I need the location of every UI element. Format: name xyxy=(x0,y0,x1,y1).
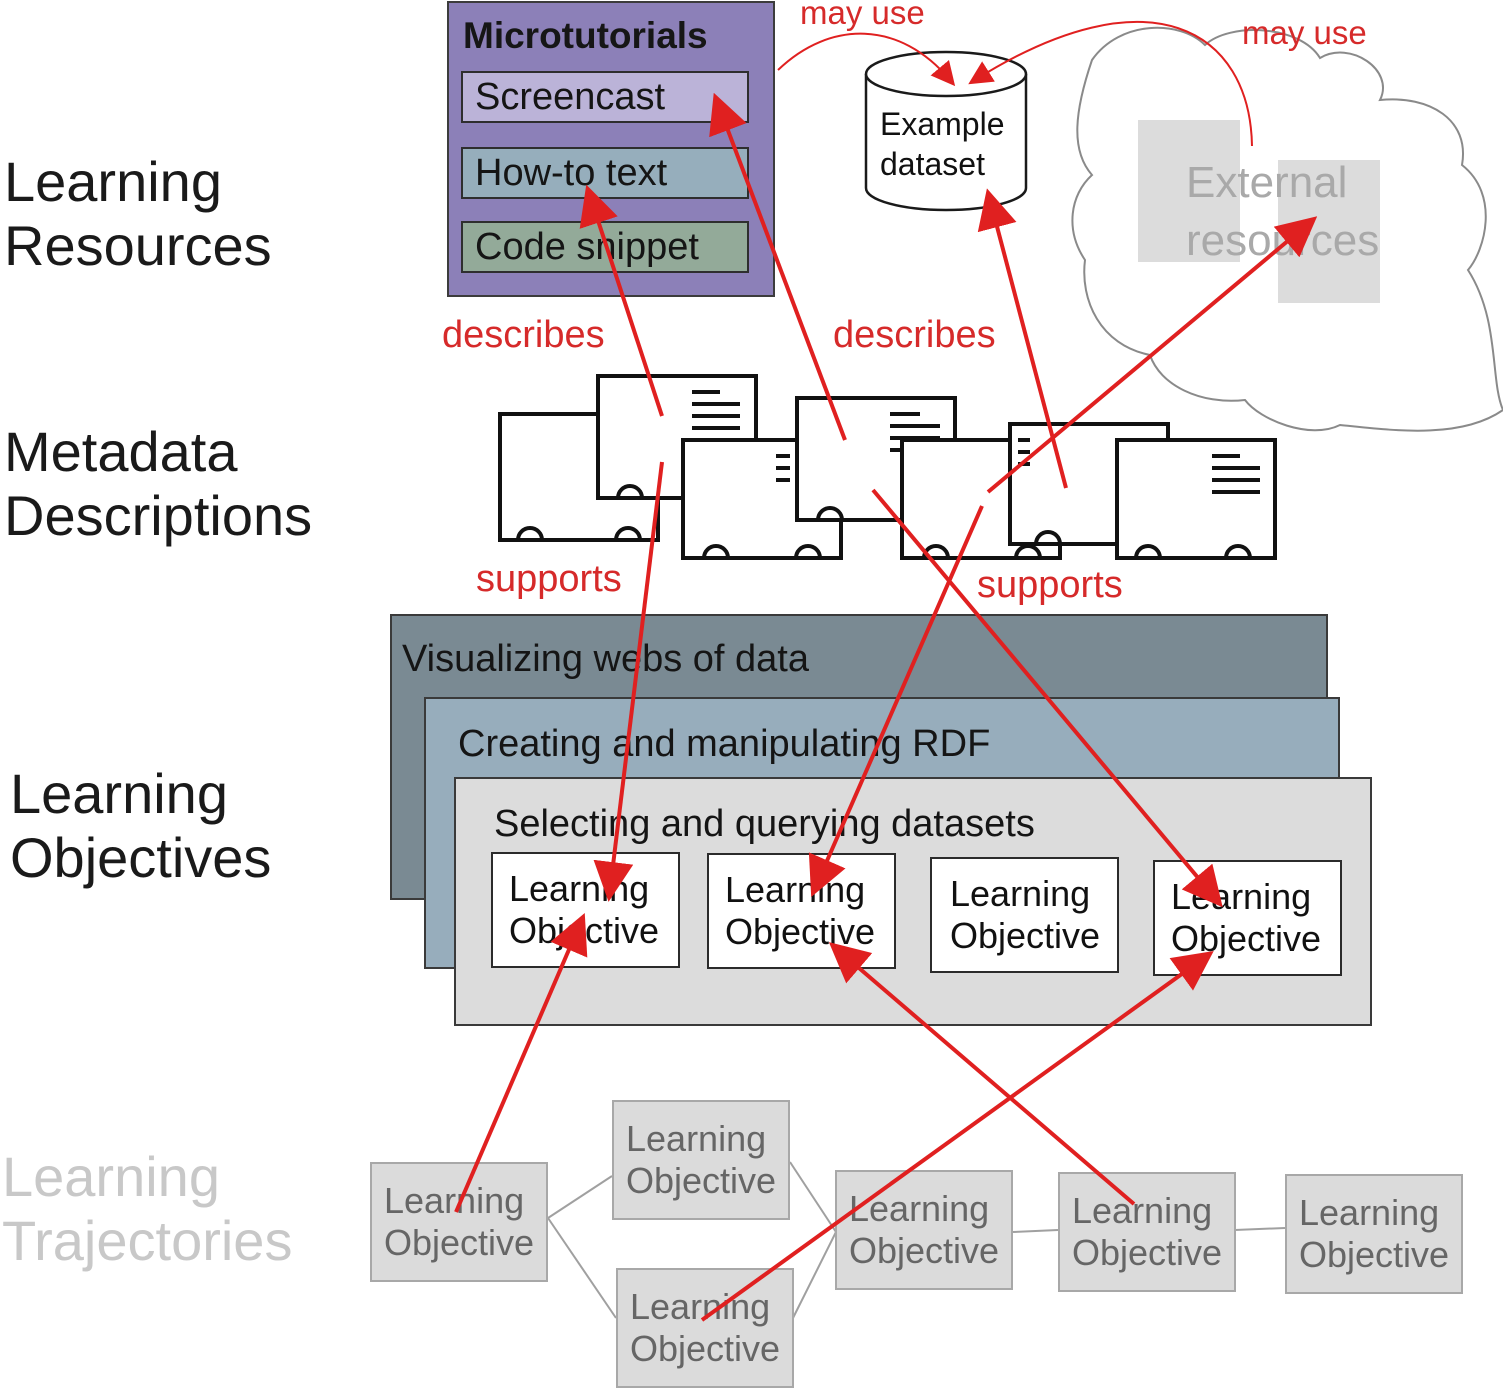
traj-line: Learning xyxy=(626,1118,767,1159)
trajectory-box-5: Learning Objective xyxy=(1058,1172,1236,1292)
traj-line: Objective xyxy=(1299,1234,1450,1275)
relation-may-use-dataset: may use xyxy=(800,0,925,31)
arrow-traj-lo4 xyxy=(700,950,1214,1322)
layer-label-line: Learning xyxy=(2,1145,220,1208)
arrow-describes-screencast xyxy=(709,92,847,441)
metadata-cards xyxy=(498,374,1277,560)
layer-label-metadata: Metadata Descriptions xyxy=(4,420,312,548)
layer-label-line: Learning xyxy=(4,150,222,213)
trajectory-box-3: Learning Objective xyxy=(616,1268,794,1388)
arrow-supports-lo2 xyxy=(808,505,984,897)
arrow-supports-lo1 xyxy=(593,461,664,902)
external-label-line: External xyxy=(1186,158,1348,207)
traj-line: Objective xyxy=(384,1222,535,1263)
traj-line: Objective xyxy=(630,1328,781,1369)
arrow-describes-howto xyxy=(579,184,664,417)
layer-label-line: Objectives xyxy=(10,826,272,889)
layer-label-trajectories: Learning Trajectories xyxy=(2,1145,292,1273)
traj-line: Learning xyxy=(1299,1192,1440,1233)
trajectory-box-4: Learning Objective xyxy=(835,1170,1013,1290)
trajectory-box-6: Learning Objective xyxy=(1285,1174,1463,1294)
layer-label-line: Learning xyxy=(10,762,228,825)
dataset-label-line: Example xyxy=(880,106,1005,142)
resource-code-snippet: Code snippet xyxy=(461,221,749,273)
relation-may-use-external: may use xyxy=(1242,14,1367,51)
lo-line: Learning xyxy=(950,873,1091,914)
objective-title-selecting: Selecting and querying datasets xyxy=(494,803,1035,845)
arrow-may-use-dataset xyxy=(777,32,956,87)
example-dataset-label: Example dataset xyxy=(880,104,1005,184)
arrow-describes-external xyxy=(986,216,1318,494)
traj-line: Learning xyxy=(630,1286,771,1327)
metadata-card-7 xyxy=(1115,438,1277,560)
objective-title-visualizing: Visualizing webs of data xyxy=(402,638,809,680)
layer-label-line: Descriptions xyxy=(4,484,313,547)
layer-label-resources: Learning Resources xyxy=(4,150,272,278)
layer-label-line: Resources xyxy=(4,214,272,277)
microtutorials-box: Microtutorials Screencast How-to text Co… xyxy=(447,1,775,297)
trajectory-box-1: Learning Objective xyxy=(370,1162,548,1282)
learning-objective-box-1: Learning Objective xyxy=(491,852,680,968)
layer-label-line: Metadata xyxy=(4,420,238,483)
layer-label-objectives: Learning Objectives xyxy=(10,762,271,890)
dataset-label-line: dataset xyxy=(880,146,985,182)
arrow-may-use-external xyxy=(968,20,1253,147)
traj-line: Objective xyxy=(849,1230,1000,1271)
dataset-cylinder xyxy=(864,50,1028,212)
arrow-traj-lo2 xyxy=(828,942,1136,1206)
objective-title-rdf: Creating and manipulating RDF xyxy=(458,723,991,765)
resource-screencast: Screencast xyxy=(461,71,749,123)
relation-supports-right: supports xyxy=(977,564,1123,606)
arrow-traj-lo1 xyxy=(454,912,588,1213)
trajectory-box-2: Learning Objective xyxy=(612,1100,790,1220)
trajectory-connectors xyxy=(547,1161,1286,1319)
relation-describes-left: describes xyxy=(442,314,605,356)
layer-label-line: Trajectories xyxy=(2,1209,293,1272)
relation-describes-right: describes xyxy=(833,314,996,356)
traj-line: Learning xyxy=(384,1180,525,1221)
arrow-describes-dataset xyxy=(977,188,1068,489)
relation-supports-left: supports xyxy=(476,558,622,600)
learning-objective-box-3: Learning Objective xyxy=(930,857,1119,973)
external-doc-shape-1 xyxy=(1138,120,1240,262)
traj-line: Learning xyxy=(1072,1190,1213,1231)
traj-line: Objective xyxy=(626,1160,777,1201)
arrow-supports-lo4 xyxy=(871,488,1223,908)
traj-line: Objective xyxy=(1072,1232,1223,1273)
microtutorials-title: Microtutorials xyxy=(463,15,708,56)
lo-line: Objective xyxy=(950,915,1101,956)
